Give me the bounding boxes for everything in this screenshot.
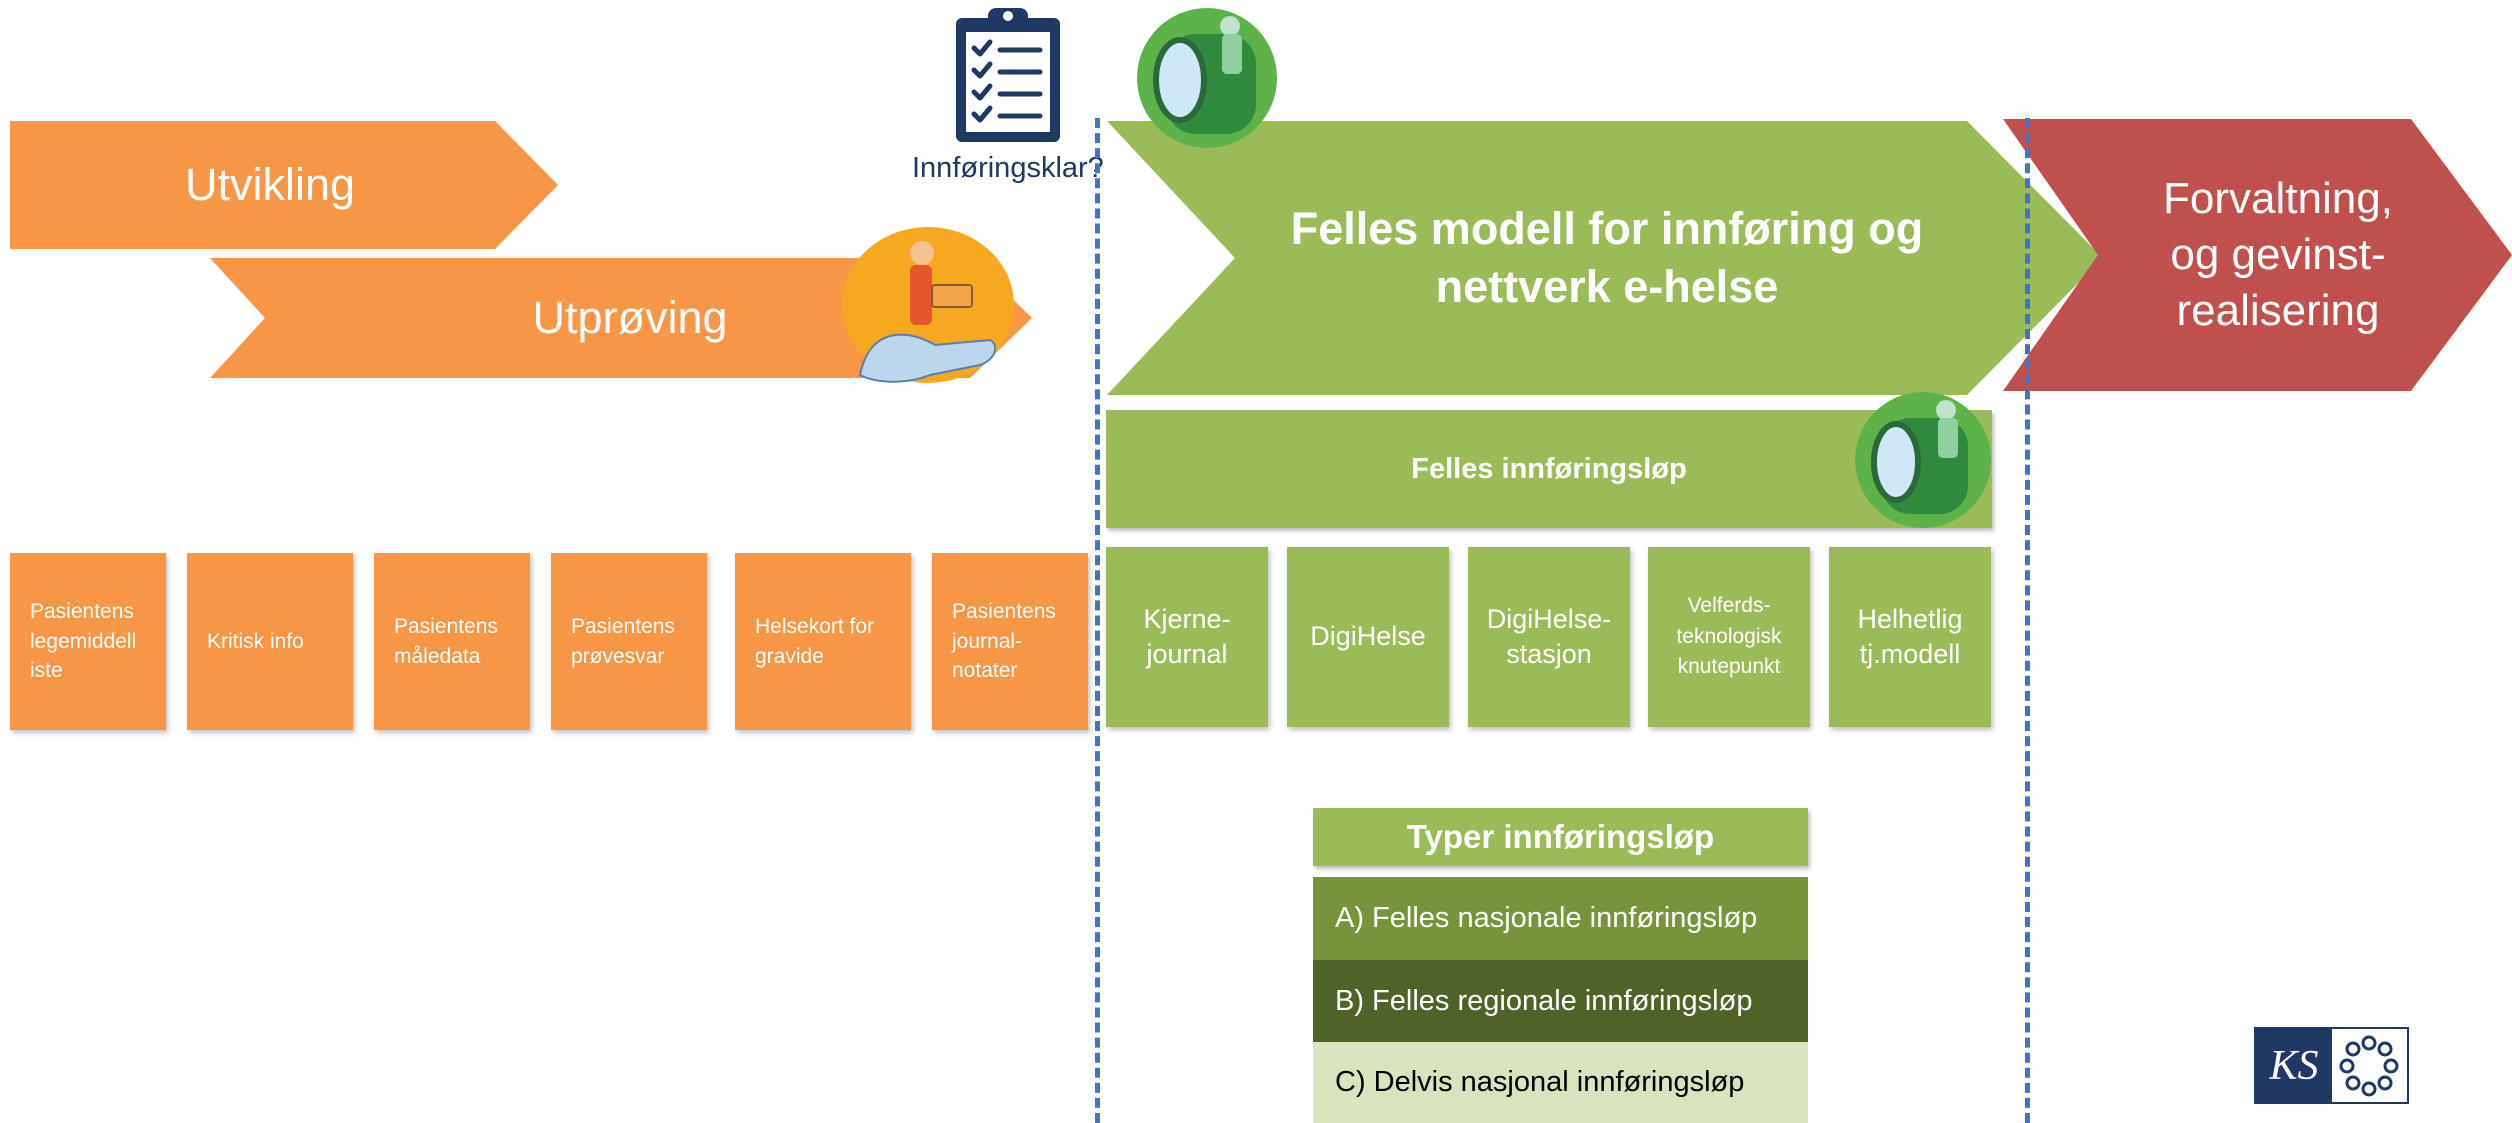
type-c-label: C) Delvis nasjonal innføringsløp <box>1335 1066 1745 1098</box>
ks-logo: KS <box>2254 1027 2409 1104</box>
type-row-b: B) Felles regionale innføringsløp <box>1313 960 1808 1042</box>
orange-item-maledata: Pasientens måledata <box>374 553 530 730</box>
dashed-divider-left <box>1095 118 1100 1123</box>
type-b-label: B) Felles regionale innføringsløp <box>1335 984 1753 1017</box>
green-item-kjernejournal: Kjerne- journal <box>1106 547 1268 727</box>
innforingsklar-label: Innføringsklar? <box>912 152 1104 184</box>
typer-innforingslop-title-text: Typer innføringsløp <box>1406 818 1715 855</box>
forvaltning-title: Forvaltning, og gevinst- realisering <box>2098 119 2458 391</box>
forvaltning-line-2: og gevinst- <box>2170 229 2386 279</box>
utvikling-label: Utvikling <box>184 159 356 210</box>
dashed-divider-right <box>2025 118 2030 1123</box>
typer-innforingslop-title: Typer innføringsløp <box>1313 808 1808 866</box>
green-item-digihelse: DigiHelse <box>1287 547 1449 727</box>
ks-logo-text: KS <box>2256 1029 2332 1102</box>
utproving-label: Utprøving <box>532 292 728 343</box>
forvaltning-line-3: realisering <box>2176 286 2380 336</box>
person-on-hand-illustration <box>840 225 1015 385</box>
type-row-a: A) Felles nasjonale innføringsløp <box>1313 877 1808 960</box>
orange-item-journalnotater: Pasientens journal- notater <box>932 553 1088 730</box>
forvaltning-line-1: Forvaltning, <box>2163 173 2393 223</box>
orange-item-kritisk-info: Kritisk info <box>187 553 353 730</box>
clipboard-checklist-icon <box>952 4 1064 146</box>
felles-modell-line-1: Felles modell for innføring og <box>1290 202 1924 254</box>
type-row-c: C) Delvis nasjonal innføringsløp <box>1313 1042 1808 1123</box>
felles-modell-line-2: nettverk e-helse <box>1435 261 1779 312</box>
type-a-label: A) Felles nasjonale innføringsløp <box>1335 902 1758 934</box>
orange-item-legemiddelliste: Pasientens legemiddell iste <box>10 553 166 730</box>
felles-innforingslop-label: Felles innføringsløp <box>1411 452 1687 485</box>
felles-modell-arrow: Felles modell for innføring og nettverk … <box>1107 121 2103 395</box>
orange-item-helsekort: Helsekort for gravide <box>735 553 911 730</box>
felles-modell-title: Felles modell for innføring og nettverk … <box>1217 121 1997 395</box>
green-item-digihelse-stasjon: DigiHelse- stasjon <box>1468 547 1630 727</box>
orange-item-provesvar: Pasientens prøvesvar <box>551 553 707 730</box>
forvaltning-arrow: Forvaltning, og gevinst- realisering <box>2003 119 2512 391</box>
utvikling-arrow: Utvikling <box>10 121 558 249</box>
ks-ring-icon <box>2336 1035 2402 1097</box>
magnifier-person-illustration-top <box>1130 4 1285 149</box>
utproving-arrow: Utprøving <box>210 258 1032 378</box>
green-item-helhetlig-tjmodell: Helhetlig tj.modell <box>1829 547 1991 727</box>
green-item-velferdsteknologisk-knutepunkt: Velferds- teknologisk knutepunkt <box>1648 547 1810 727</box>
magnifier-person-illustration-bar <box>1848 388 1998 530</box>
felles-innforingslop-bar: Felles innføringsløp <box>1106 410 1992 528</box>
